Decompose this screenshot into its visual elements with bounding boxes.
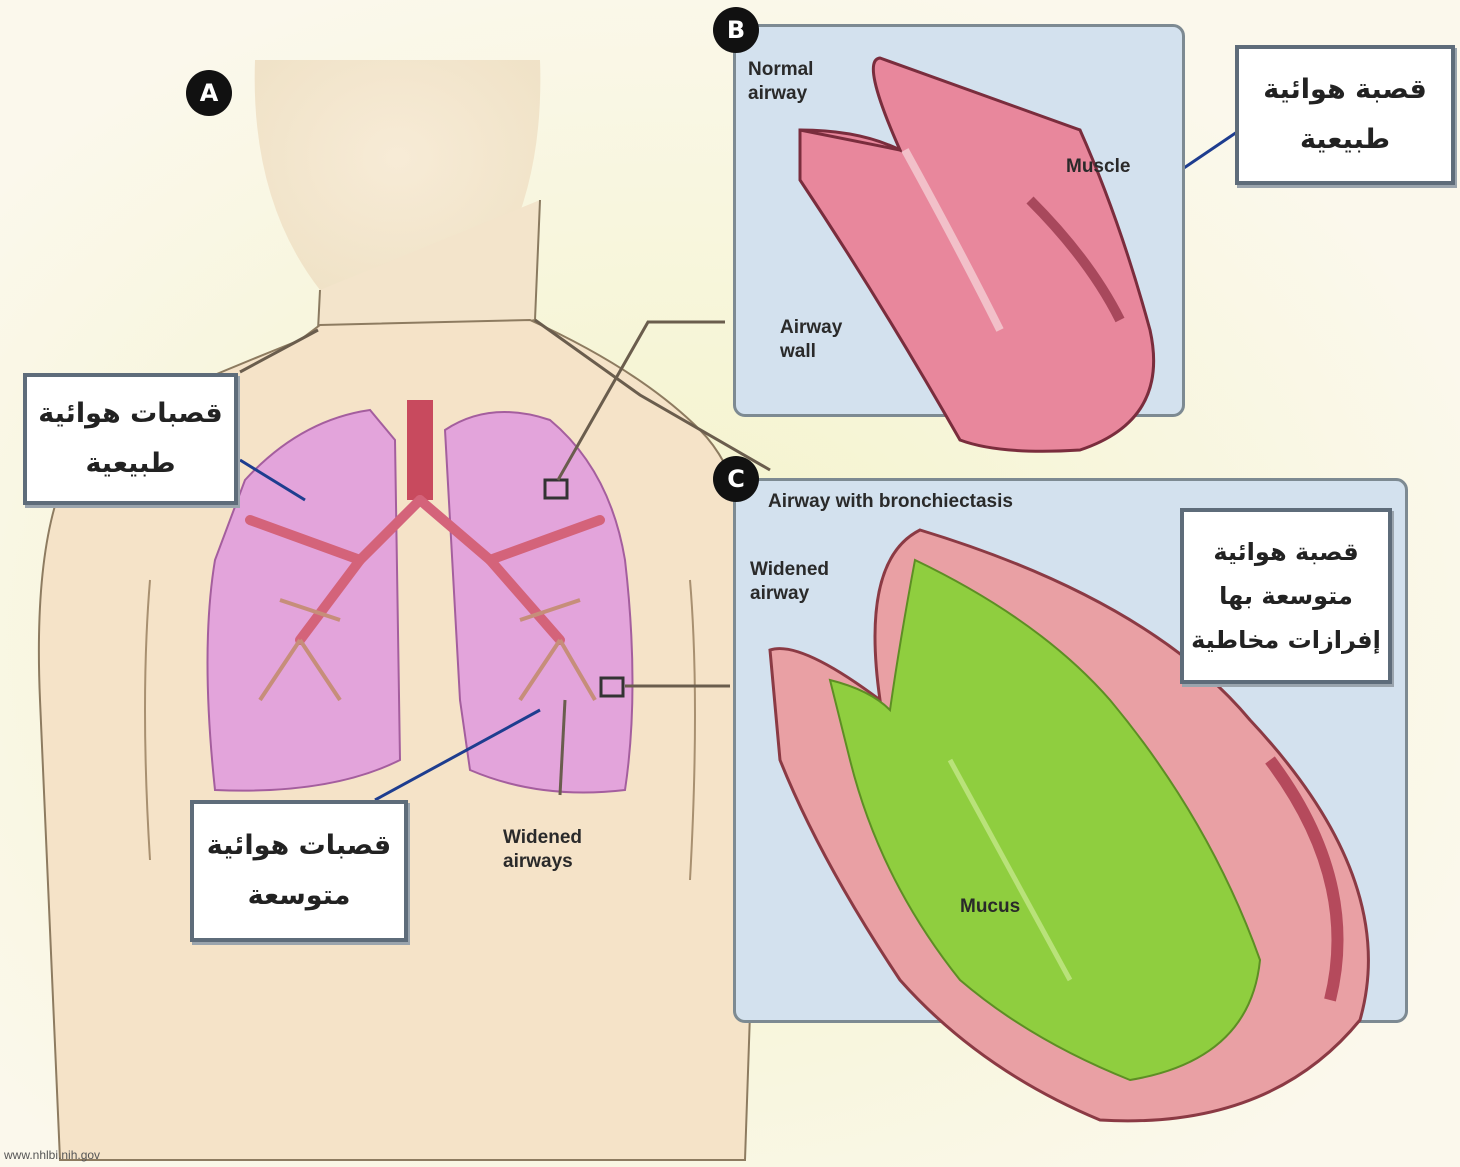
arabic-label-line: متوسعة بها <box>1184 574 1388 618</box>
arabic-label-widened-airway-c: قصبة هوائية متوسعة بها إفرازات مخاطية <box>1180 508 1392 684</box>
muscle-label: Muscle <box>1066 155 1130 179</box>
arabic-label-line: طبيعية <box>1239 115 1451 165</box>
arabic-label-line: قصبة هوائية <box>1239 65 1451 115</box>
normal-airway-label: Normal airway <box>748 58 813 106</box>
widened-airway-label: Widened airway <box>750 558 829 606</box>
badge-b: B <box>713 7 759 53</box>
arabic-label-line: إفرازات مخاطية <box>1184 618 1388 662</box>
widened-airways-label: Widened airways <box>503 826 582 874</box>
arabic-label-widened-airways: قصبات هوائية متوسعة <box>190 800 408 942</box>
arabic-label-normal-airways: قصبات هوائية طبيعية <box>23 373 238 505</box>
arabic-label-line: قصبة هوائية <box>1184 530 1388 574</box>
mucus-label: Mucus <box>960 895 1020 919</box>
badge-c: C <box>713 456 759 502</box>
arabic-label-line: قصبات هوائية <box>27 389 234 439</box>
arabic-label-line: قصبات هوائية <box>194 821 404 871</box>
arabic-label-line: متوسعة <box>194 871 404 921</box>
panel-c-title: Airway with bronchiectasis <box>768 490 1013 514</box>
credit-text: www.nhlbi.nih.gov <box>4 1148 100 1162</box>
badge-a: A <box>186 70 232 116</box>
arabic-label-line: طبيعية <box>27 439 234 489</box>
normal-airway-tube <box>800 58 1154 451</box>
airway-wall-label: Airway wall <box>780 316 842 364</box>
arabic-label-normal-airway-b: قصبة هوائية طبيعية <box>1235 45 1455 185</box>
